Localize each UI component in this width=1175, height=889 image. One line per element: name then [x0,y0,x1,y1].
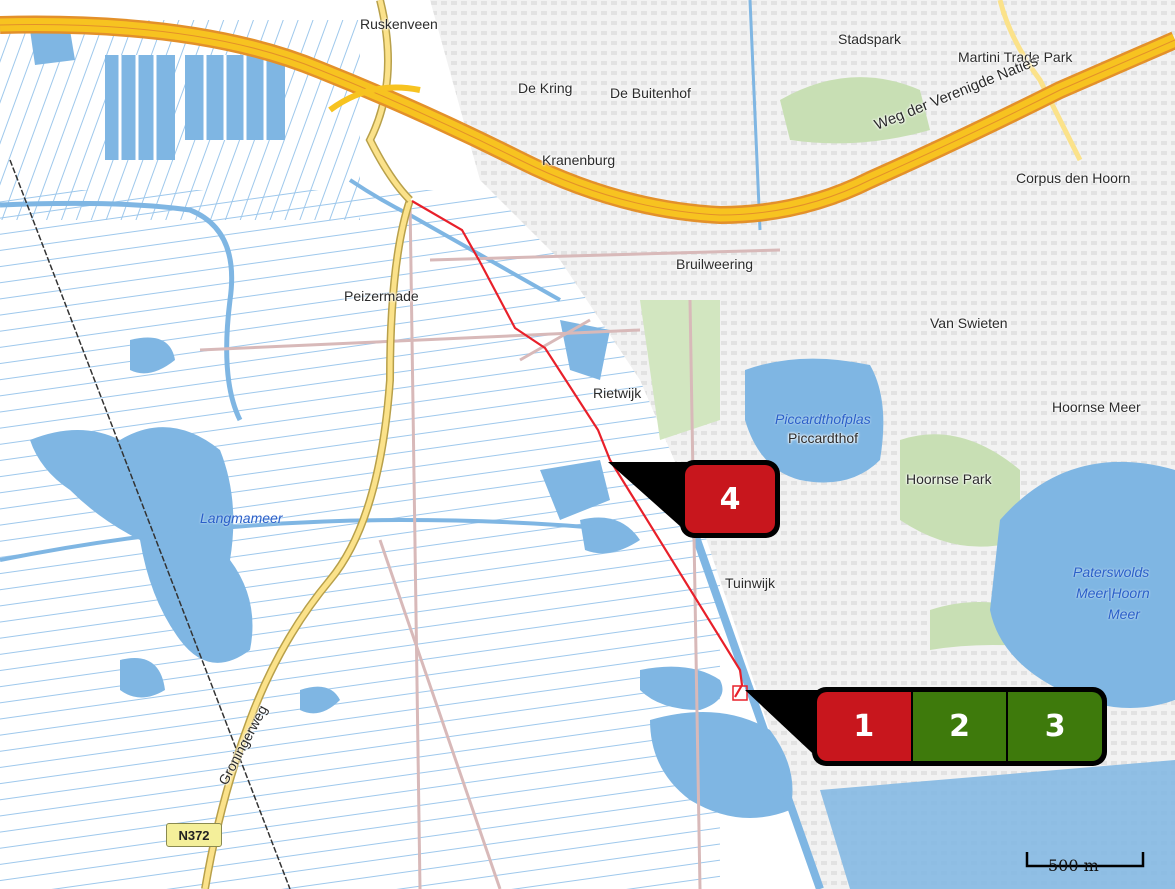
motorway-ramp [328,84,421,113]
basin-dividers [118,55,267,160]
route-marker-bottom[interactable]: 1 2 3 [812,687,1107,766]
railway [9,159,291,889]
water-southeast [820,760,1175,889]
marker-top-pointer [608,462,690,535]
water-piccardthofplas [745,358,884,483]
scale-bar-line [1025,852,1145,868]
label-ruskenveen: Ruskenveen [360,16,438,32]
label-stadspark: Stadspark [838,31,902,47]
label-tuinwijk: Tuinwijk [725,575,776,591]
water-marsh-1 [540,460,610,520]
minor-roads [199,199,781,889]
water-paterswoldsemeer [990,461,1175,708]
route-marker-top[interactable]: 4 [680,460,780,538]
motorway-centerline [0,24,1175,216]
label-rietwijk: Rietwijk [593,385,642,401]
marker-2[interactable]: 2 [912,692,1009,761]
marker-4[interactable]: 4 [685,465,775,533]
water-langmameer [30,427,253,663]
label-langmameer: Langmameer [200,510,283,526]
label-hoornse-meer: Hoornse Meer [1052,399,1141,415]
green-hoornse-park [900,434,1020,547]
canal-hoornsediep [686,518,824,889]
water-basins-1 [105,55,175,160]
water-pond-3 [300,686,340,714]
marker-bottom-pointer [745,690,825,765]
label-van-swieten: Van Swieten [930,315,1008,331]
water-pond-1 [130,337,175,374]
label-corpus-den-hoorn: Corpus den Hoorn [1016,170,1131,186]
north-road [367,0,412,202]
scale-bar-label: 500 m [1048,856,1099,875]
label-paterswolds-2: Meer|Hoorn [1076,585,1150,601]
water-rietwijk [560,320,610,380]
label-piccardthof: Piccardthof [788,430,859,446]
route-line [411,200,744,698]
east-road [997,0,1083,162]
route-end-box [732,685,748,701]
marker-3[interactable]: 3 [1008,692,1103,761]
label-de-buitenhof: De Buitenhof [610,85,691,101]
label-hoornse-park: Hoornse Park [906,471,992,487]
road-shield-n372: N372 [166,823,222,847]
water-basins-2 [185,55,285,140]
water-nw [30,30,75,65]
water-pond-4 [640,666,723,710]
green-stadspark [780,77,930,144]
label-de-kring: De Kring [518,80,573,96]
groningerweg-road [202,199,413,889]
label-martini-trade-park: Martini Trade Park [958,49,1073,65]
canal-north [748,0,762,231]
green-rietwijk [640,300,720,440]
label-kranenburg: Kranenburg [542,152,616,168]
label-peizermade: Peizermade [344,288,419,304]
label-paterswolds-1: Paterswolds [1073,564,1150,580]
marker-1[interactable]: 1 [817,692,913,761]
water-south-lake [650,712,793,818]
canal-west [0,200,243,422]
water-pond-2 [120,658,165,698]
label-paterswolds-3: Meer [1108,606,1140,622]
label-bruilweering: Bruilweering [676,256,754,272]
label-piccardthofplas: Piccardthofplas [775,411,871,427]
